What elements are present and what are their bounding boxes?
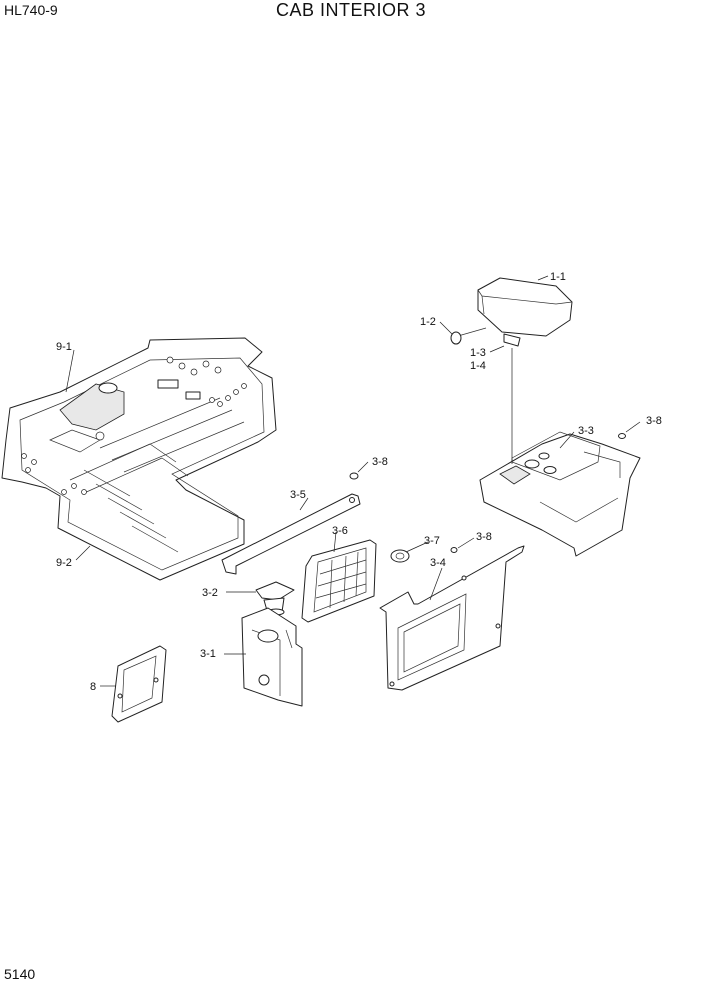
callout-3-3: 3-3 — [578, 425, 594, 437]
callout-8: 8 — [90, 681, 96, 693]
page-number: 5140 — [4, 966, 36, 982]
callout-3-1: 3-1 — [200, 648, 216, 660]
knob-part — [450, 327, 487, 345]
console-box-part — [479, 431, 641, 557]
callout-3-4: 3-4 — [430, 557, 446, 569]
mount-bracket-part — [241, 607, 303, 707]
page-title: CAB INTERIOR 3 — [275, 0, 427, 20]
callout-3-8-low: 3-8 — [476, 531, 492, 543]
bracket-strip-part — [221, 493, 361, 575]
grille-panel-part — [301, 539, 377, 623]
side-cover-part — [379, 545, 525, 691]
callout-9-1: 9-1 — [56, 341, 72, 353]
callout-1-2: 1-2 — [420, 316, 436, 328]
callout-9-2: 9-2 — [56, 557, 72, 569]
plate-part — [111, 645, 167, 723]
armrest-pad-part — [477, 277, 573, 347]
callout-1-3: 1-3 — [470, 347, 486, 359]
callout-3-8-mid: 3-8 — [372, 456, 388, 468]
model-label: HL740-9 — [4, 2, 58, 18]
callout-3-7: 3-7 — [424, 535, 440, 547]
leader-lines — [65, 275, 641, 687]
callout-1-4: 1-4 — [470, 360, 486, 372]
callout-3-6: 3-6 — [332, 525, 348, 537]
floor-mat-part — [1, 337, 277, 581]
callout-3-8-right: 3-8 — [646, 415, 662, 427]
callout-3-5: 3-5 — [290, 489, 306, 501]
callout-labels: 1-1 1-2 1-3 1-4 3-3 3-8 3-8 3-5 3-6 3-7 … — [56, 271, 662, 693]
washer-parts — [349, 433, 626, 553]
callout-3-2: 3-2 — [202, 587, 218, 599]
callout-1-1: 1-1 — [550, 271, 566, 283]
grommet-part — [390, 549, 410, 563]
